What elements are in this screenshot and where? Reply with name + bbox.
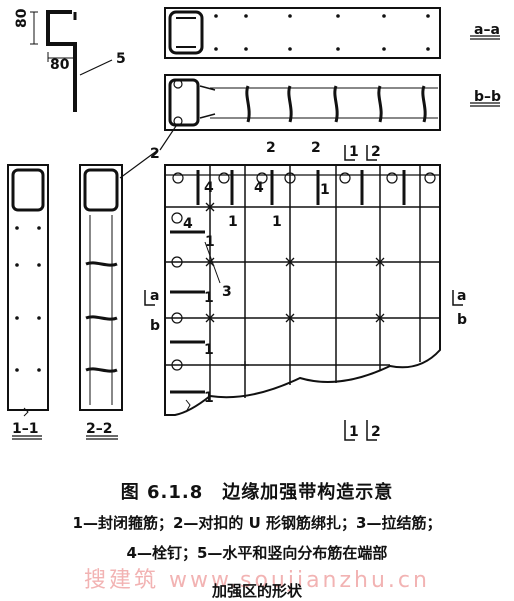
legend-line-1: 1—封闭箍筋；2—对扣的 U 形钢筋绑扎；3—拉结筋；: [72, 514, 442, 532]
section-22-drawing: [79, 164, 123, 411]
legend-line-3: 加强区的形状: [211, 582, 302, 600]
section-aa-drawing: [164, 7, 441, 59]
label-one-g: 1: [204, 390, 214, 406]
label-four-c: 4: [183, 216, 193, 232]
cut-a-left-label: a: [150, 288, 159, 304]
legend-line-2: 4—栓钉；5—水平和竖向分布筋在端部: [126, 544, 388, 562]
section-11-drawing: [7, 164, 49, 417]
cut-marks: [144, 145, 463, 441]
label-one-d: 1: [205, 234, 215, 250]
section-bb-label: b–b: [474, 89, 501, 105]
dim-80-vertical-label: 80: [14, 8, 30, 28]
label-two-left: 2: [150, 146, 160, 162]
cut-b-right-label: b: [457, 312, 467, 328]
label-two-mid: 2: [266, 140, 276, 156]
watermark: 搜建筑 www.soujianzhu.cn: [84, 568, 430, 593]
section-11-label: 1–1: [12, 421, 38, 437]
label-one-c: 1: [272, 214, 282, 230]
dim-80-horizontal-label: 80: [50, 57, 70, 73]
elevation-drawing: [164, 164, 441, 416]
section-22-label: 2–2: [86, 421, 112, 437]
cut-1-top-label: 1: [349, 144, 359, 160]
section-aa-label: a–a: [474, 22, 500, 38]
label-one-f: 1: [204, 342, 214, 358]
label-one-b: 1: [228, 214, 238, 230]
section-bb-drawing: [164, 74, 441, 131]
cut-a-right-label: a: [457, 288, 466, 304]
figure-title: 图 6.1.8 边缘加强带构造示意: [120, 482, 394, 503]
cut-1-bottom-label: 1: [349, 424, 359, 440]
cut-2-top-label: 2: [371, 144, 381, 160]
cut-b-left-label: b: [150, 318, 160, 334]
label-five: 5: [116, 51, 126, 67]
label-one-a: 1: [320, 182, 330, 198]
cut-2-bottom-label: 2: [371, 424, 381, 440]
bar-shape-5: [30, 10, 113, 112]
label-three: 3: [222, 284, 232, 300]
label-one-e: 1: [204, 290, 214, 306]
label-four-a: 4: [204, 180, 214, 196]
label-two-right: 2: [311, 140, 321, 156]
label-four-b: 4: [254, 180, 264, 196]
